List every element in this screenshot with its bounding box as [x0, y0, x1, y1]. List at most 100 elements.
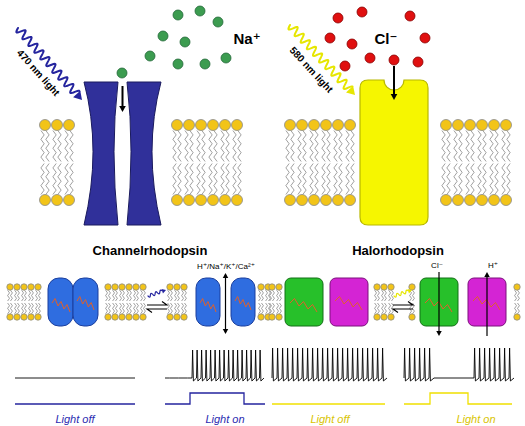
lipid-head	[184, 195, 195, 206]
lipid-tail	[175, 303, 177, 314]
lipid-tail	[303, 131, 306, 162]
lipid-tail	[129, 290, 131, 301]
lipid-tail	[447, 131, 450, 162]
ion-label: Cl⁻	[431, 262, 443, 270]
lipid-tail	[58, 164, 61, 195]
retinal	[335, 297, 362, 311]
lipid-tail	[134, 290, 136, 301]
lipid-tail	[214, 164, 217, 195]
lipid-tail	[454, 164, 457, 195]
arrow-head	[391, 94, 398, 100]
lipid-tail	[517, 303, 519, 314]
lipid-head	[477, 120, 488, 131]
lipid-tail	[221, 164, 224, 195]
lipid-tail	[22, 290, 24, 301]
lipid-tail	[115, 303, 117, 314]
ion-dot	[389, 55, 399, 65]
lipid-head	[232, 120, 243, 131]
light-trace	[272, 403, 385, 404]
lipid-tail	[15, 290, 17, 301]
ion-arrow	[225, 278, 226, 329]
arrow-head	[484, 272, 490, 277]
lipid-tail	[459, 131, 462, 162]
lipid-head	[64, 120, 75, 131]
lipid-head	[333, 195, 344, 206]
lipid-tail	[22, 303, 24, 314]
lipid-head	[35, 314, 41, 320]
lipid-head	[453, 195, 464, 206]
lipid-tail	[322, 164, 325, 195]
lipid-tail	[233, 164, 236, 195]
lipid-tail	[177, 303, 179, 314]
lipid-tail	[442, 131, 445, 162]
lipid-head	[105, 314, 111, 320]
lipid-tail	[29, 303, 31, 314]
equilibrium-symbol	[393, 309, 413, 313]
lipid-tail	[327, 164, 330, 195]
lipid-tail	[226, 131, 229, 162]
ion-dot	[213, 17, 223, 27]
ion-label: Cl⁻	[375, 31, 398, 46]
light-trace	[404, 393, 512, 404]
light-state: Light off	[310, 414, 349, 425]
lipid-tail	[143, 303, 145, 314]
lipid-tail	[279, 290, 281, 301]
open-channel	[196, 278, 220, 326]
lipid-tail	[483, 131, 486, 162]
lipid-tail	[168, 290, 170, 301]
lipid-head	[112, 284, 118, 290]
channel-half	[84, 82, 118, 225]
lipid-tail	[170, 290, 172, 301]
lipid-head	[14, 284, 20, 290]
lipid-tail	[197, 164, 200, 195]
ion-dot	[117, 68, 127, 78]
protein-name: Channelrhodopsin	[93, 244, 208, 257]
arrow-head	[346, 86, 355, 95]
lipid-tail	[442, 164, 445, 195]
ion-label: Na⁺	[233, 31, 260, 46]
lipid-tail	[65, 164, 68, 195]
retinal	[52, 299, 70, 313]
lipid-head	[172, 120, 183, 131]
lipid-tail	[106, 290, 108, 301]
lipid-head	[196, 195, 207, 206]
lipid-tail	[490, 131, 493, 162]
lipid-head	[374, 314, 380, 320]
lipid-tail	[291, 164, 294, 195]
protein-name: Halorhodopsin	[352, 244, 444, 257]
closed-channel	[73, 278, 98, 326]
ion-dot	[420, 33, 430, 43]
lipid-tail	[106, 303, 108, 314]
lipid-head	[477, 195, 488, 206]
lipid-tail	[270, 290, 272, 301]
lipid-head	[514, 284, 520, 290]
lipid-tail	[214, 131, 217, 162]
lipid-head	[40, 120, 51, 131]
lipid-head	[208, 120, 219, 131]
lipid-head	[276, 284, 282, 290]
lipid-tail	[10, 303, 12, 314]
lipid-tail	[122, 303, 124, 314]
lipid-tail	[129, 303, 131, 314]
lipid-tail	[15, 303, 17, 314]
lipid-head	[258, 284, 264, 290]
lipid-tail	[351, 131, 354, 162]
ion-label: H⁺/Na⁺/K⁺/Ca²⁺	[197, 263, 255, 271]
lipid-tail	[515, 290, 517, 301]
lipid-head	[388, 284, 394, 290]
lipid-head	[119, 314, 125, 320]
ion-dot	[405, 11, 415, 21]
lipid-tail	[202, 131, 205, 162]
lipid-tail	[190, 164, 193, 195]
lipid-tail	[120, 290, 122, 301]
lipid-tail	[168, 303, 170, 314]
lipid-tail	[454, 131, 457, 162]
lipid-tail	[177, 290, 179, 301]
open-channel	[231, 278, 255, 326]
lipid-tail	[209, 164, 212, 195]
lipid-head	[388, 314, 394, 320]
lipid-head	[140, 284, 146, 290]
voltage-trace	[272, 348, 387, 381]
chloride-pump	[285, 278, 323, 326]
ion-dot	[357, 7, 367, 17]
